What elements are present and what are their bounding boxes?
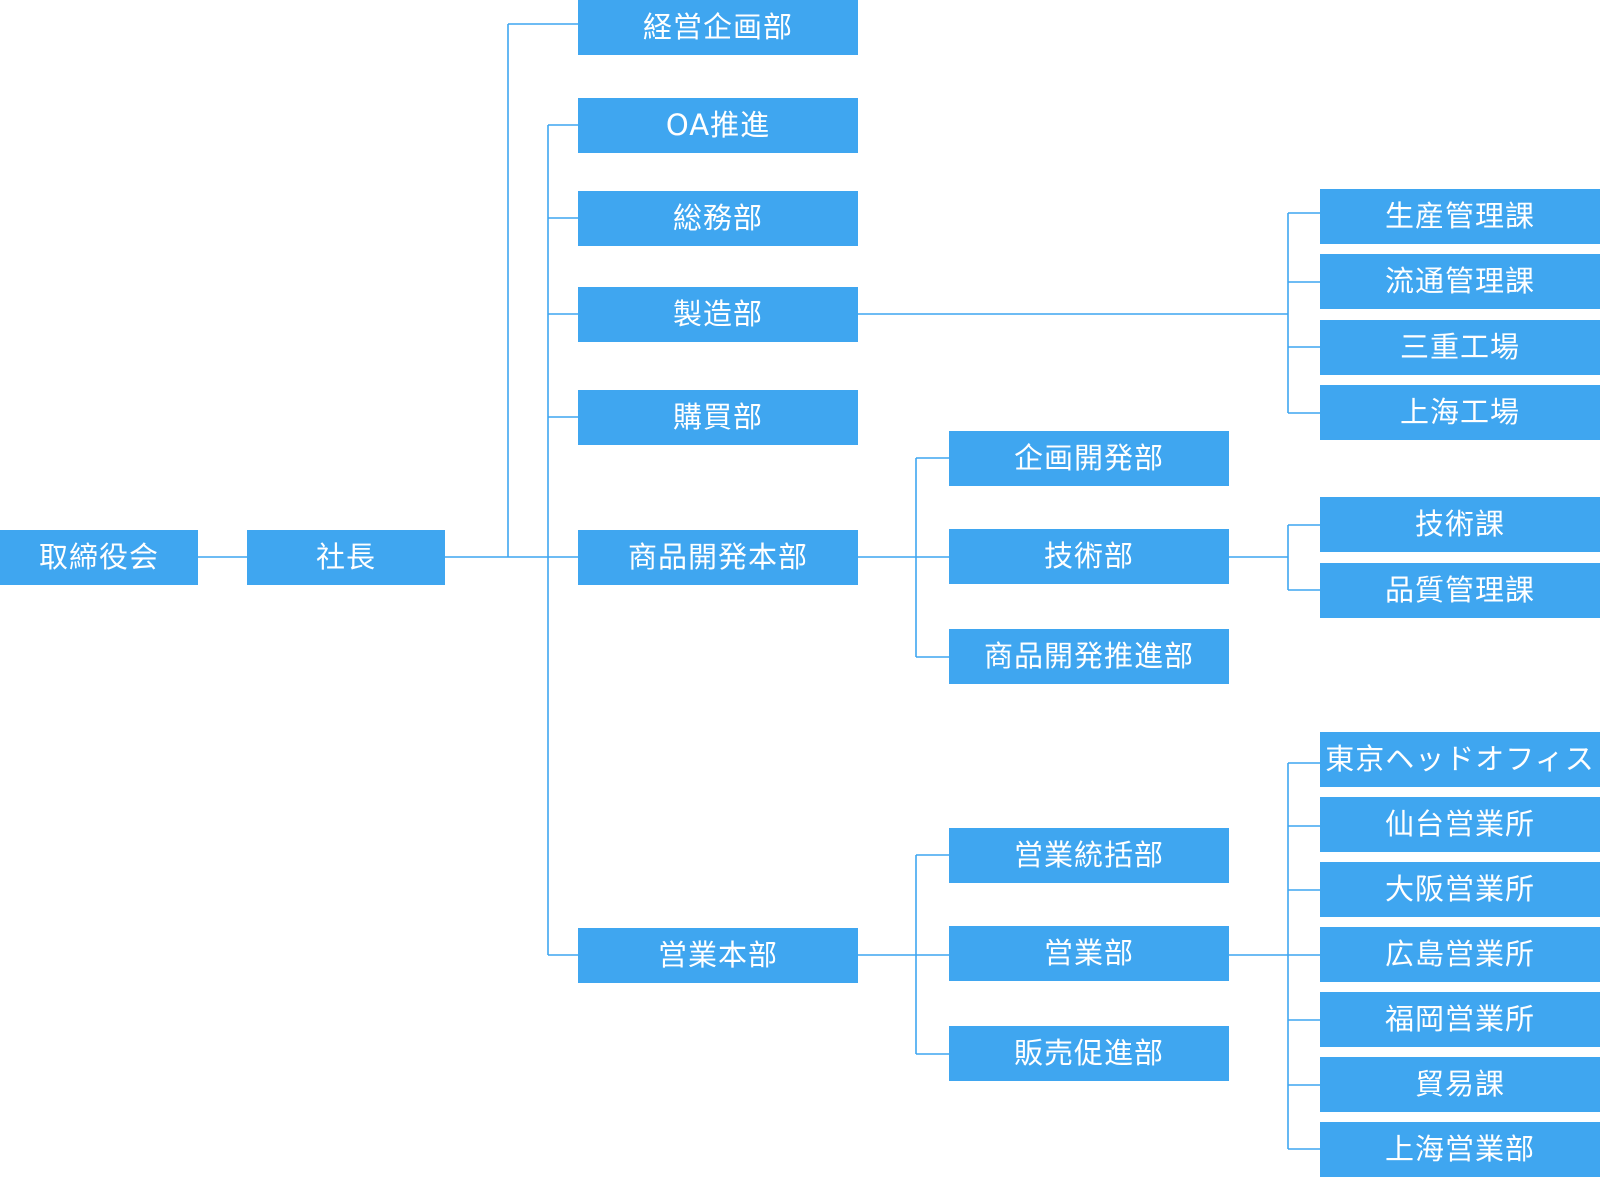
node-mie-factory: 三重工場 [1320,320,1600,375]
node-shanghai-sales: 上海営業部 [1320,1122,1600,1177]
node-product-dev-promo: 商品開発推進部 [949,629,1229,684]
node-osaka-office: 大阪営業所 [1320,862,1600,917]
node-distribution-mgmt: 流通管理課 [1320,254,1600,309]
node-sales-hq-label: 営業本部 [658,938,778,972]
node-hiroshima-office-label: 広島営業所 [1385,937,1535,971]
node-board-label: 取締役会 [39,540,159,574]
node-sendai-office-label: 仙台営業所 [1385,807,1535,841]
node-shanghai-sales-label: 上海営業部 [1385,1132,1535,1166]
node-board: 取締役会 [0,530,198,585]
node-sales-control: 営業統括部 [949,828,1229,883]
node-osaka-office-label: 大阪営業所 [1385,872,1535,906]
node-president: 社長 [247,530,445,585]
node-trade-section: 貿易課 [1320,1057,1600,1112]
node-product-dev-hq-label: 商品開発本部 [628,540,808,574]
node-product-dev-hq: 商品開発本部 [578,530,858,585]
node-engineering: 技術部 [949,529,1229,584]
node-tokyo-ho: 東京ヘッドオフィス [1320,732,1600,787]
node-sales-promo-label: 販売促進部 [1014,1036,1164,1070]
node-general-affairs-label: 総務部 [673,201,763,235]
node-production-mgmt-label: 生産管理課 [1385,199,1535,233]
node-shanghai-factory-label: 上海工場 [1400,395,1520,429]
node-purchasing-label: 購買部 [673,400,763,434]
node-fukuoka-office-label: 福岡営業所 [1385,1002,1535,1036]
connector-lines [198,23,1320,1150]
node-shanghai-factory: 上海工場 [1320,385,1600,440]
node-planning-dev-label: 企画開発部 [1014,441,1164,475]
node-quality-mgmt: 品質管理課 [1320,563,1600,618]
node-manufacturing-label: 製造部 [673,297,763,331]
node-oa-promotion: OA推進 [578,98,858,153]
node-planning-dev: 企画開発部 [949,431,1229,486]
node-fukuoka-office: 福岡営業所 [1320,992,1600,1047]
node-distribution-mgmt-label: 流通管理課 [1385,264,1535,298]
node-sales-promo: 販売促進部 [949,1026,1229,1081]
node-tech-section: 技術課 [1320,497,1600,552]
node-manufacturing: 製造部 [578,287,858,342]
node-sales-control-label: 営業統括部 [1014,838,1164,872]
node-sales-dept: 営業部 [949,926,1229,981]
node-sendai-office: 仙台営業所 [1320,797,1600,852]
node-trade-section-label: 貿易課 [1415,1067,1505,1101]
node-president-label: 社長 [316,540,376,574]
node-general-affairs: 総務部 [578,191,858,246]
node-quality-mgmt-label: 品質管理課 [1385,573,1535,607]
node-sales-dept-label: 営業部 [1044,936,1134,970]
node-corporate-planning: 経営企画部 [578,0,858,55]
node-hiroshima-office: 広島営業所 [1320,927,1600,982]
node-tokyo-ho-label: 東京ヘッドオフィス [1325,742,1594,776]
node-oa-promotion-label: OA推進 [666,108,770,142]
node-production-mgmt: 生産管理課 [1320,189,1600,244]
node-purchasing: 購買部 [578,390,858,445]
node-mie-factory-label: 三重工場 [1400,330,1520,364]
node-engineering-label: 技術部 [1044,539,1134,573]
node-corporate-planning-label: 経営企画部 [643,10,793,44]
node-product-dev-promo-label: 商品開発推進部 [984,639,1194,673]
node-sales-hq: 営業本部 [578,928,858,983]
node-tech-section-label: 技術課 [1415,507,1505,541]
